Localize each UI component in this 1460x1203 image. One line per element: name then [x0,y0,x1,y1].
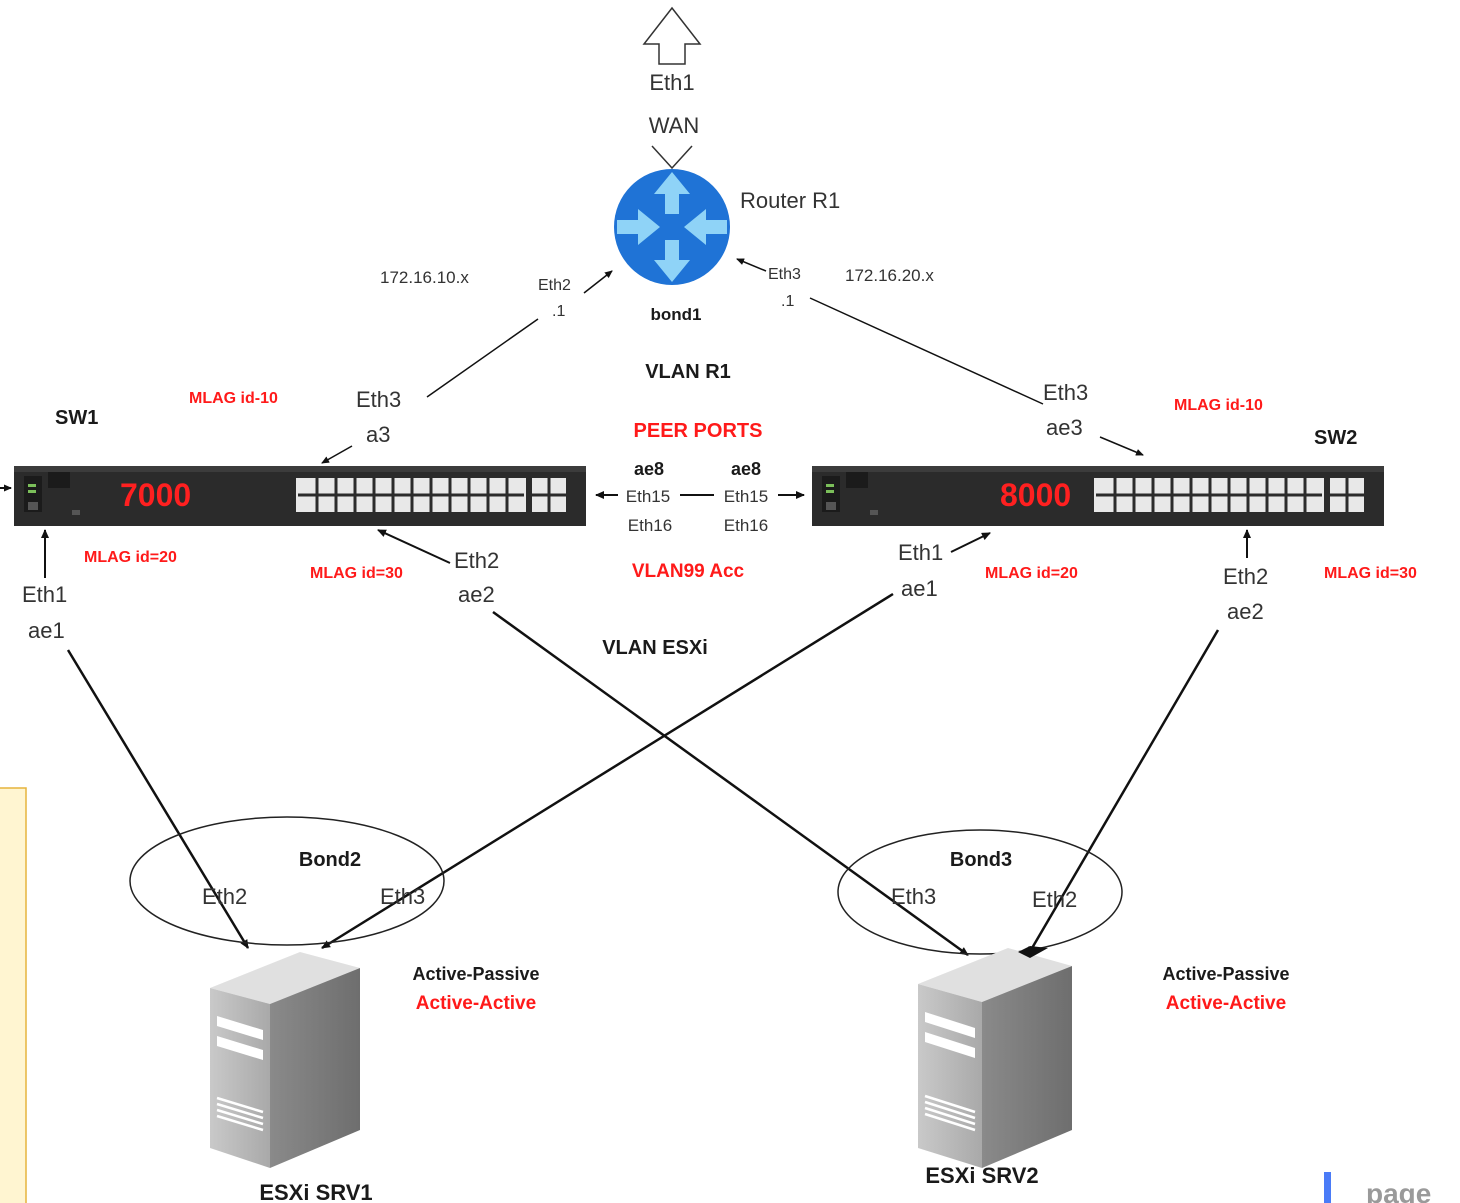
sw1-mlag-left: MLAG id=20 [84,549,177,566]
sw2-port2-iface: Eth2 [1223,564,1268,589]
sw1-switch-icon [14,466,586,526]
peer-title: PEER PORTS [634,420,763,442]
srv2-server-icon [918,946,1072,1168]
srv1-nic-b: Eth3 [380,884,425,909]
srv2-mode-2: Active-Active [1166,993,1286,1014]
peer-left-ae: ae8 [634,459,664,479]
bond3-label: Bond3 [950,849,1012,871]
arrow-eth2-router [583,270,613,294]
sw2-port2-ae: ae2 [1227,599,1264,624]
wan-arrow-icon [642,6,702,170]
srv2-nic-a: Eth3 [891,884,936,909]
srv2-name: ESXi SRV2 [925,1163,1038,1188]
srv2-mode-1: Active-Passive [1162,964,1289,984]
sw1-model: 7000 [120,477,191,513]
arrow-sw1-eth2-in [377,529,451,564]
link-sw2-srv1 [321,592,894,950]
router-right-iface: Eth3 [768,266,801,283]
sw1-name: SW1 [55,407,98,429]
router-left-subnet: 172.16.10.x [380,268,469,287]
peer-left-port1: Eth15 [626,487,670,506]
arrow-sw1-uplink [321,445,353,464]
arrow-eth3-router [736,258,767,272]
router-bond-label: bond1 [651,305,702,324]
link-sw1-srv2 [492,610,969,957]
arrow-sw2-uplink [1099,436,1144,456]
router-right-subnet: 172.16.20.x [845,266,934,285]
srv2-nic-b: Eth2 [1032,887,1077,912]
router-left-iface: Eth2 [538,277,571,294]
sw1-port1-ae: ae1 [28,618,65,643]
link-r1-sw1 [426,318,539,398]
vlan-esxi-label: VLAN ESXi [602,637,708,659]
srv1-name: ESXi SRV1 [259,1180,372,1203]
router-icon [614,169,730,285]
sw2-name: SW2 [1314,427,1357,449]
peer-right-port1: Eth15 [724,487,768,506]
srv1-mode-2: Active-Active [416,993,536,1014]
sw2-uplink-ae: ae3 [1046,415,1083,440]
srv1-nic-a: Eth2 [202,884,247,909]
router-right-addr: .1 [781,293,794,310]
sw1-port1-iface: Eth1 [22,582,67,607]
sw1-mlag-top: MLAG id-10 [189,390,278,407]
page-corner-text: page [1366,1178,1431,1203]
peer-left-port2: Eth16 [628,516,672,535]
note-box [0,787,27,1203]
peer-right-ae: ae8 [731,459,761,479]
router-left-addr: .1 [552,303,565,320]
wan-label: WAN [649,113,700,138]
sw2-mlag-left: MLAG id=20 [985,565,1078,582]
sw2-uplink-iface: Eth3 [1043,380,1088,405]
wan-iface-label: Eth1 [649,70,694,95]
link-r1-sw2 [809,297,1044,405]
link-sw2-srv2 [1026,629,1220,956]
sw1-uplink-ae: a3 [366,422,390,447]
arrow-sw2-eth1-in [950,532,991,553]
page-marker-bar [1324,1172,1331,1203]
sw2-port1-ae: ae1 [901,576,938,601]
bond2-ellipse [129,816,445,946]
sw2-mlag-top: MLAG id-10 [1174,397,1263,414]
sw2-model: 8000 [1000,477,1071,513]
sw1-port2-ae: ae2 [458,582,495,607]
srv1-server-icon [210,952,360,1168]
sw2-mlag-right: MLAG id=30 [1324,565,1417,582]
sw2-port1-iface: Eth1 [898,540,943,565]
bond2-label: Bond2 [299,849,361,871]
sw1-port2-iface: Eth2 [454,548,499,573]
peer-vlan: VLAN99 Acc [632,561,745,582]
router-name: Router R1 [740,188,840,213]
link-sw1-srv1 [66,649,250,949]
bond3-ellipse [837,829,1123,955]
peer-right-port2: Eth16 [724,516,768,535]
vlan-r1-label: VLAN R1 [645,361,731,383]
sw1-uplink-iface: Eth3 [356,387,401,412]
sw2-switch-icon [812,466,1384,526]
srv1-mode-1: Active-Passive [412,964,539,984]
sw1-mlag-mid: MLAG id=30 [310,565,403,582]
